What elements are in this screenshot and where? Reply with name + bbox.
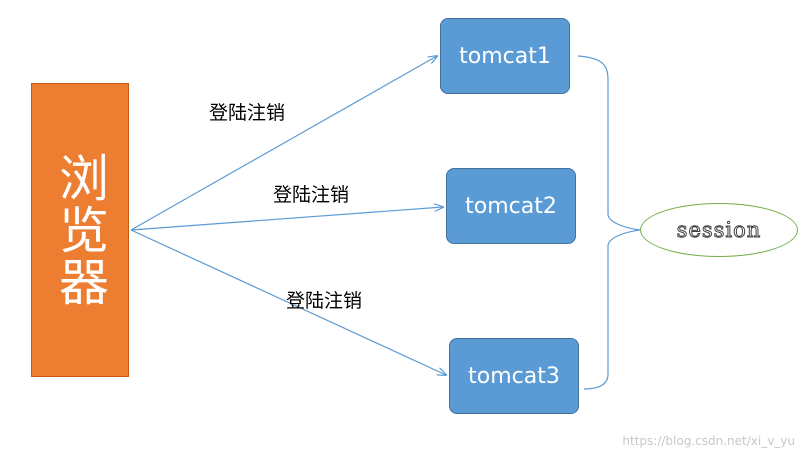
tomcat3-node: tomcat3: [449, 338, 579, 414]
tomcat2-node: tomcat2: [446, 168, 576, 244]
arrow-to-tomcat1: [130, 56, 437, 231]
session-label: session: [676, 218, 762, 243]
edge-label-tomcat3: 登陆注销: [286, 290, 363, 312]
browser-label: 浏览器: [51, 152, 109, 308]
session-node: session: [640, 203, 798, 257]
edge-label-tomcat2: 登陆注销: [273, 184, 350, 206]
tomcat1-node: tomcat1: [440, 18, 570, 94]
arrow-to-tomcat2: [130, 207, 443, 231]
tomcat3-label: tomcat3: [468, 363, 560, 389]
browser-box: 浏览器: [31, 83, 129, 377]
edge-label-tomcat1: 登陆注销: [209, 102, 286, 124]
tomcat1-label: tomcat1: [459, 43, 551, 69]
tomcat2-label: tomcat2: [465, 193, 557, 219]
watermark: https://blog.csdn.net/xi_v_yu: [622, 434, 795, 448]
arrow-to-tomcat3: [130, 229, 446, 375]
session-bracket: [577, 55, 641, 390]
